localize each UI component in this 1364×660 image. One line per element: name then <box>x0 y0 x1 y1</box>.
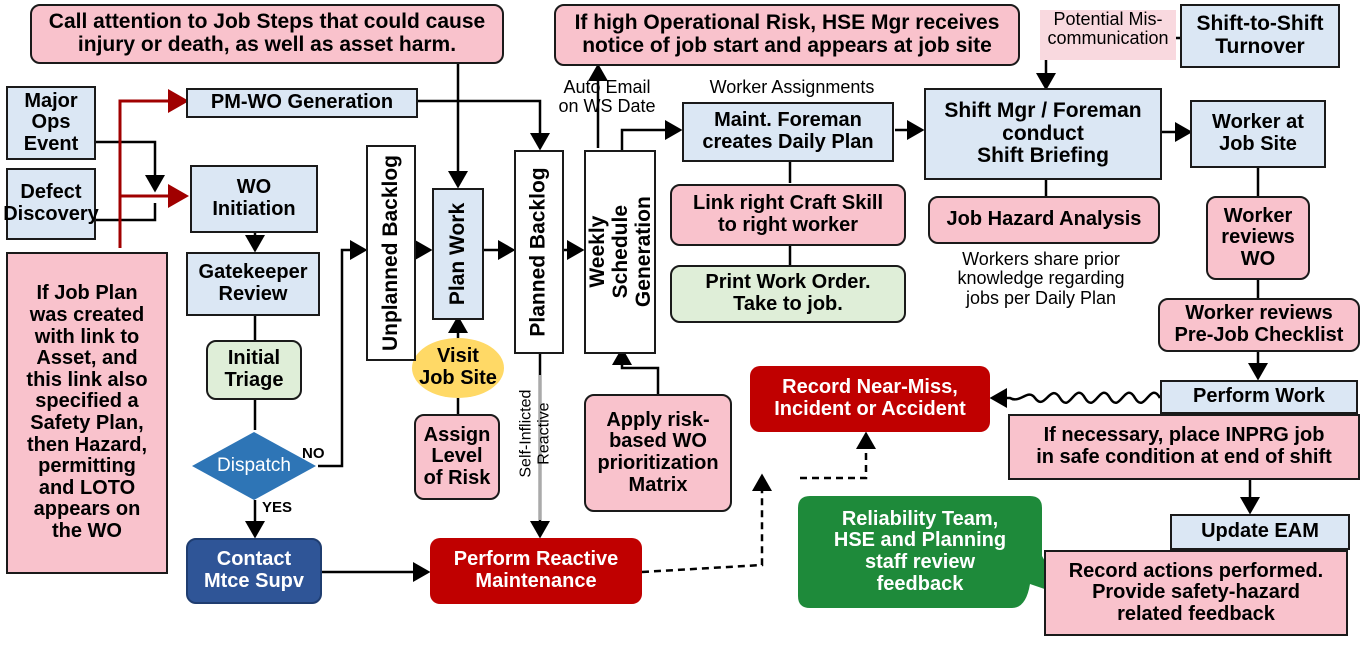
worker-job-site-text: Worker at Job Site <box>1212 111 1304 155</box>
worker-assignments-label: Worker Assignments <box>709 77 875 97</box>
hse-mgr-text: If high Operational Risk, HSE Mgr receiv… <box>574 11 1000 57</box>
inprg-note-box: If necessary, place INPRG job in safe co… <box>1008 414 1360 480</box>
plan-work-box: Plan Work <box>432 188 484 320</box>
wavy-feedback-arrow <box>989 388 1162 408</box>
potential-miscommunication-label: Potential Mis- communication <box>1040 9 1176 60</box>
inprg-text: If necessary, place INPRG job in safe co… <box>1036 424 1332 468</box>
initial-triage-text: Initial Triage <box>224 347 284 391</box>
shift-briefing-text: Shift Mgr / Foreman conduct Shift Briefi… <box>944 98 1142 168</box>
wo-init-text: WO Initiation <box>212 176 296 220</box>
yes-label: YES <box>262 499 293 516</box>
workers-share-label: Workers share prior knowledge regarding … <box>957 249 1125 308</box>
jha-text: Job Hazard Analysis <box>946 208 1142 231</box>
dispatch-label: Dispatch <box>196 452 312 480</box>
major-ops-connector <box>96 140 165 193</box>
major-ops-event-box: Major Ops Event <box>6 86 96 160</box>
call-attention-text: Call attention to Job Steps that could c… <box>48 10 486 56</box>
pre-job-checklist-box: Worker reviews Pre-Job Checklist <box>1158 298 1360 352</box>
plan-work-text: Plan Work <box>446 202 469 306</box>
pm-wo-to-planned-backlog <box>418 99 550 151</box>
apply-risk-text: Apply risk- based WO prioritization Matr… <box>597 408 719 496</box>
call-attention-note: Call attention to Job Steps that could c… <box>30 4 504 64</box>
shift-turnover-text: Shift-to-Shift Turnover <box>1196 12 1324 58</box>
unplanned-backlog-box: Unplanned Backlog <box>366 145 416 361</box>
reliability-callout-shape <box>798 496 1065 608</box>
dispatch-diamond <box>192 432 316 500</box>
gatekeeper-text: Gatekeeper Review <box>198 261 308 305</box>
weekly-schedule-box: Weekly Schedule Generation <box>584 150 656 354</box>
update-eam-text: Update EAM <box>1201 520 1319 543</box>
record-near-miss-box: Record Near-Miss, Incident or Accident <box>750 366 990 432</box>
assign-level-risk-box: Assign Level of Risk <box>414 414 500 500</box>
assign-risk-text: Assign Level of Risk <box>423 423 491 489</box>
pm-wo-generation-box: PM-WO Generation <box>186 88 418 118</box>
dispatch-no-arrow <box>318 240 368 468</box>
weekly-schedule-text: Weekly Schedule Generation <box>585 196 655 308</box>
job-plan-note: If Job Plan was created with link to Ass… <box>6 252 168 574</box>
print-wo-text: Print Work Order. Take to job. <box>705 271 871 315</box>
gatekeeper-review-box: Gatekeeper Review <box>186 252 320 316</box>
job-plan-note-text: If Job Plan was created with link to Ass… <box>26 282 148 542</box>
job-hazard-analysis-box: Job Hazard Analysis <box>928 196 1160 244</box>
perform-reactive-box: Perform Reactive Maintenance <box>430 538 642 604</box>
update-eam-box: Update EAM <box>1170 514 1350 550</box>
print-work-order-box: Print Work Order. Take to job. <box>670 265 906 323</box>
perform-reactive-text: Perform Reactive Maintenance <box>453 548 619 592</box>
worker-reviews-wo-text: Worker reviews WO <box>1221 204 1295 270</box>
unplanned-backlog-text: Unplanned Backlog <box>379 154 402 352</box>
shift-briefing-box: Shift Mgr / Foreman conduct Shift Briefi… <box>924 88 1162 180</box>
hse-mgr-note: If high Operational Risk, HSE Mgr receiv… <box>554 4 1020 66</box>
record-actions-text: Record actions performed. Provide safety… <box>1068 559 1324 625</box>
worker-at-job-site-box: Worker at Job Site <box>1190 100 1326 168</box>
planned-backlog-box: Planned Backlog <box>514 150 564 354</box>
perform-work-box: Perform Work <box>1160 380 1358 414</box>
planned-backlog-text: Planned Backlog <box>527 167 550 337</box>
self-inflicted-label: Self-Inflicted Reactive <box>517 389 552 478</box>
visit-job-site-ellipse <box>412 338 504 398</box>
contact-mtce-text: Contact Mtce Supv <box>203 548 305 592</box>
reliability-team-callout: Reliability Team, HSE and Planning staff… <box>800 498 1040 606</box>
pre-job-text: Worker reviews Pre-Job Checklist <box>1174 302 1344 346</box>
worker-reviews-wo-box: Worker reviews WO <box>1206 196 1310 280</box>
defect-discovery-box: Defect Discovery <box>3 168 99 240</box>
defect-connector <box>96 203 157 222</box>
self-inflicted-label-wrap: Self-Inflicted Reactive <box>498 378 572 498</box>
contact-mtce-supv-box: Contact Mtce Supv <box>186 538 322 604</box>
perform-work-text: Perform Work <box>1193 385 1325 408</box>
pm-wo-text: PM-WO Generation <box>210 91 394 114</box>
no-label: NO <box>302 445 325 462</box>
visit-job-site-label: Visit Job Site <box>412 340 504 396</box>
link-craft-skill-box: Link right Craft Skill to right worker <box>670 184 906 246</box>
record-near-miss-text: Record Near-Miss, Incident or Accident <box>774 376 966 420</box>
initial-triage-box: Initial Triage <box>206 340 302 400</box>
apply-risk-matrix-box: Apply risk- based WO prioritization Matr… <box>584 394 732 512</box>
record-actions-box: Record actions performed. Provide safety… <box>1044 550 1348 636</box>
maint-foreman-box: Maint. Foreman creates Daily Plan <box>682 102 894 162</box>
reliability-team-text: Reliability Team, HSE and Planning staff… <box>833 507 1007 595</box>
link-craft-text: Link right Craft Skill to right worker <box>692 192 884 236</box>
maint-foreman-text: Maint. Foreman creates Daily Plan <box>702 109 874 153</box>
defect-text: Defect Discovery <box>3 181 99 225</box>
major-ops-text: Major Ops Event <box>23 89 79 155</box>
auto-email-label: Auto Email on WS Date <box>558 77 656 117</box>
visit-job-site-text: Visit Job Site <box>419 345 497 389</box>
shift-turnover-box: Shift-to-Shift Turnover <box>1180 4 1340 68</box>
wo-initiation-box: WO Initiation <box>190 165 318 233</box>
dispatch-text: Dispatch <box>217 454 291 476</box>
